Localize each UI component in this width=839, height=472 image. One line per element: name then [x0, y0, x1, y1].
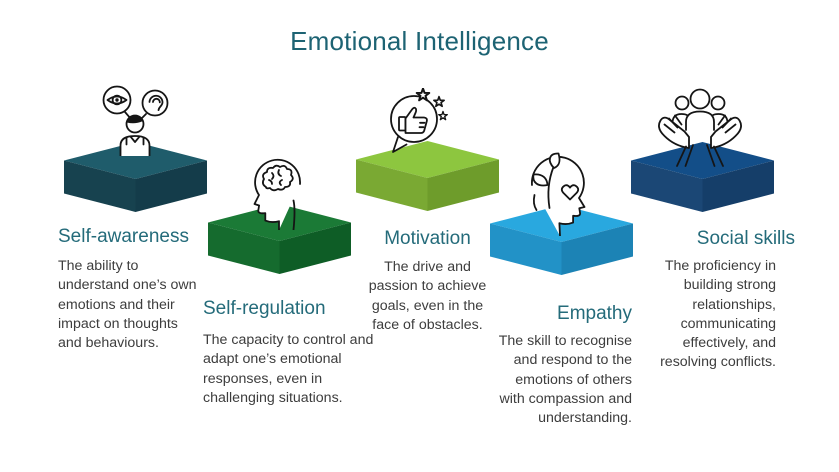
platform-right-face: [702, 160, 774, 212]
person-eye-ear-bubbles-icon: [102, 85, 169, 156]
platform-block: [631, 142, 774, 212]
head-brain-icon: [253, 158, 301, 230]
platform-left-face: [64, 160, 136, 212]
platform-left-face: [208, 222, 280, 274]
platform-right-face: [135, 160, 207, 212]
pillar-description: The drive and passion to achieve goals, …: [368, 259, 487, 333]
pillar-description: The ability to understand one’s own emot…: [58, 258, 197, 352]
platform-right-face: [279, 222, 351, 274]
pillar-title: Social skills: [696, 228, 795, 249]
head-leaves-heart-icon: [531, 152, 586, 236]
page-title: Emotional Intelligence: [290, 26, 549, 56]
pillar-title: Self-awareness: [58, 226, 189, 247]
platform-right-face: [561, 223, 633, 275]
thumbs-up-bubble-stars-icon: [390, 88, 448, 153]
pillar-description: The skill to recognise and respond to th…: [498, 333, 632, 427]
pillar-description: The proficiency in building strong relat…: [660, 258, 776, 371]
pillar-title: Self-regulation: [203, 298, 326, 319]
platform-right-face: [427, 159, 499, 211]
pillar-title: Motivation: [384, 228, 471, 249]
platform-block: [356, 141, 499, 211]
platform-block: [64, 142, 207, 212]
pillar-description: The capacity to control and adapt one’s …: [203, 332, 374, 406]
platform-left-face: [490, 223, 562, 275]
pillar-title: Empathy: [557, 303, 632, 324]
platform-left-face: [356, 159, 428, 211]
hands-holding-people-icon: [658, 88, 742, 167]
platform-left-face: [631, 160, 703, 212]
